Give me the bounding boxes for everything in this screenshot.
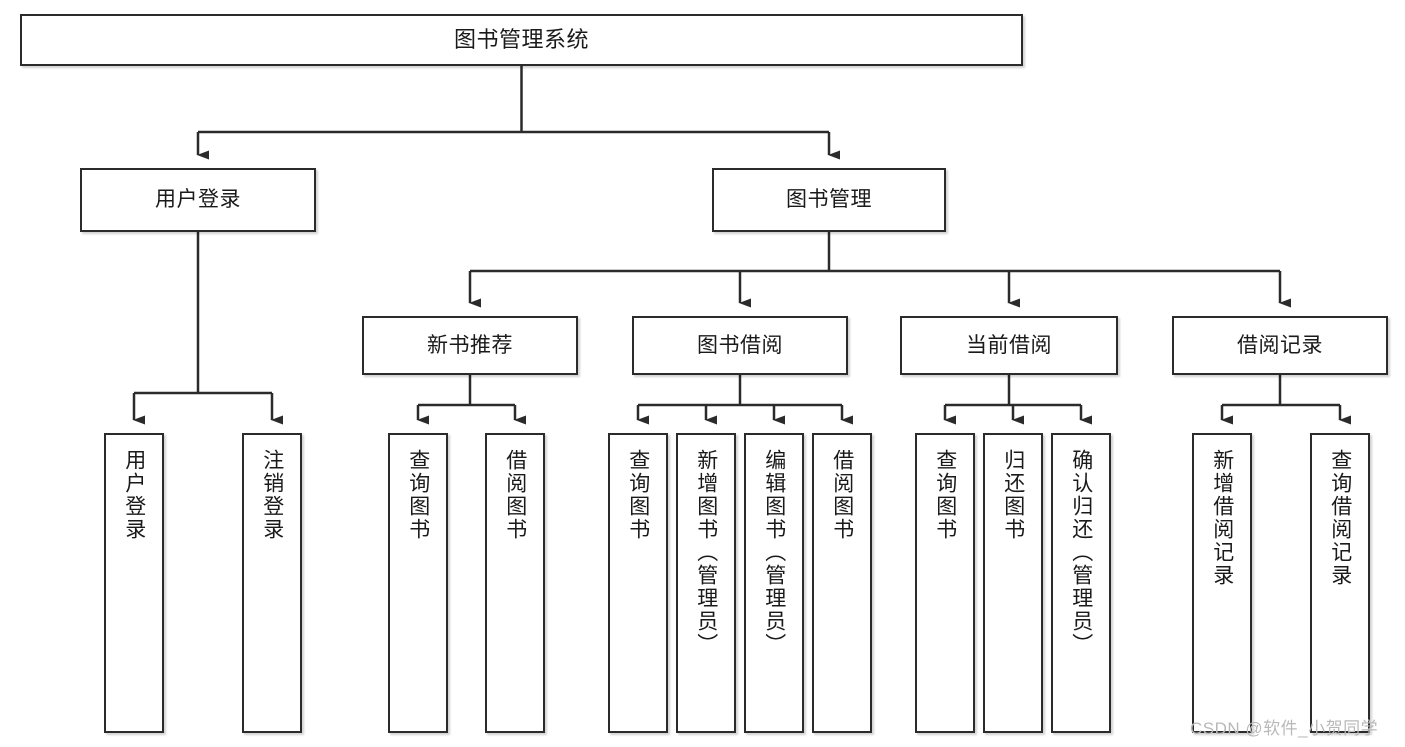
node-label: 当前借阅 xyxy=(966,333,1052,357)
node-label: 注销登录 xyxy=(260,449,284,541)
node-label: 图书借阅 xyxy=(697,333,783,357)
node-leaf2[interactable]: 注销登录 xyxy=(242,433,302,733)
node-records[interactable]: 借阅记录 xyxy=(1172,316,1388,375)
node-label: 查询借阅记录 xyxy=(1328,449,1352,587)
node-leaf4[interactable]: 借阅图书 xyxy=(485,433,545,733)
node-leaf5[interactable]: 查询图书 xyxy=(608,433,668,733)
node-label: 借阅图书 xyxy=(503,449,527,541)
node-label: 归还图书 xyxy=(1001,449,1025,541)
node-leaf13[interactable]: 查询借阅记录 xyxy=(1310,433,1370,733)
node-borrowbook[interactable]: 图书借阅 xyxy=(632,316,848,375)
node-root[interactable]: 图书管理系统 xyxy=(20,14,1023,66)
node-label: 查询图书 xyxy=(626,449,650,541)
node-leaf7[interactable]: 编辑图书（管理员） xyxy=(744,433,804,733)
node-label: 用户登录 xyxy=(155,188,241,212)
node-label: 新增借阅记录 xyxy=(1210,449,1234,587)
node-label: 新书推荐 xyxy=(427,333,513,357)
node-current[interactable]: 当前借阅 xyxy=(900,316,1118,375)
node-leaf11[interactable]: 确认归还（管理员） xyxy=(1051,433,1111,733)
node-label: 查询图书 xyxy=(933,449,957,541)
node-leaf10[interactable]: 归还图书 xyxy=(983,433,1043,733)
node-label: 借阅记录 xyxy=(1237,333,1323,357)
node-label: 确认归还（管理员） xyxy=(1069,449,1093,656)
node-leaf9[interactable]: 查询图书 xyxy=(915,433,975,733)
node-label: 用户登录 xyxy=(122,449,146,541)
node-leaf1[interactable]: 用户登录 xyxy=(104,433,164,733)
node-label: 图书管理 xyxy=(786,188,872,212)
node-label: 借阅图书 xyxy=(830,449,854,541)
node-leaf6[interactable]: 新增图书（管理员） xyxy=(676,433,736,733)
node-label: 新增图书（管理员） xyxy=(694,449,718,656)
node-label: 编辑图书（管理员） xyxy=(762,449,786,656)
node-leaf12[interactable]: 新增借阅记录 xyxy=(1192,433,1252,733)
node-label: 查询图书 xyxy=(406,449,430,541)
node-label: 图书管理系统 xyxy=(453,26,589,52)
node-leaf3[interactable]: 查询图书 xyxy=(388,433,448,733)
node-bookmgmt[interactable]: 图书管理 xyxy=(712,168,946,232)
node-leaf8[interactable]: 借阅图书 xyxy=(812,433,872,733)
node-newbooks[interactable]: 新书推荐 xyxy=(362,316,578,375)
node-login[interactable]: 用户登录 xyxy=(80,168,316,232)
